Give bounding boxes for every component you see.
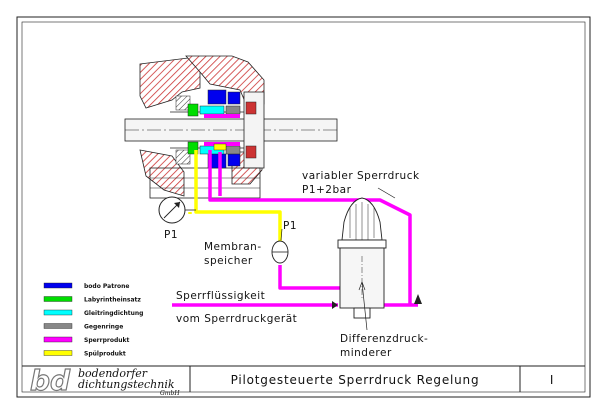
yellow-spuelprodukt-lines [188,150,282,242]
legend-label: Labyrintheinsatz [84,297,141,304]
outer-frame [16,16,591,398]
label-sperrfluessigkeit: Sperrflüssigkeit [176,290,265,302]
company-suffix: GmbH [160,390,180,397]
legend-swatch [43,309,73,316]
differential-pressure-reducer [337,197,387,319]
legend-label: Gleitringdichtung [84,310,143,317]
legend-swatch [43,336,73,343]
legend-swatch [43,350,73,356]
label-sperrdruckgeraet: vom Sperrdruckgerät [176,313,297,325]
legend-swatch [43,323,73,329]
sheet-number: I [550,373,554,387]
label-membran: Membran- [204,241,262,253]
leader-lines [280,187,396,331]
label-variabler-sperrdruck-p1: P1+2bar [302,184,352,196]
label-differenzdruck: Differenzdruck- [340,333,428,345]
label-variabler-sperrdruck: variabler Sperrdruck [302,170,420,182]
drawing-title: Pilotgesteuerte Sperrdruck Regelung [231,373,480,387]
company-logo: bd [30,364,71,397]
legend-label: Spülprodukt [84,351,126,358]
label-minderer: minderer [340,347,392,359]
membrane-accumulator [271,240,289,264]
legend-label: bodo Patrone [84,283,130,290]
inner-frame [21,21,586,393]
label-gauge-p1: P1 [164,229,178,241]
company-name-line1: bodendorfer [78,367,148,380]
flow-arrow-inlet [332,301,338,309]
legend-label: Sperrprodukt [84,337,130,344]
pink-sperrprodukt-lines [172,150,418,307]
flow-arrow-outlet [414,294,422,304]
pressure-gauge [158,196,196,224]
label-membran-p1: P1 [283,220,297,232]
legend-swatch [43,282,73,289]
legend: bodo PatroneLabyrintheinsatzGleitringdic… [43,282,143,358]
company-name-line2: dichtungstechnik [78,378,175,391]
legend-swatch [43,296,73,302]
title-block: bd bodendorfer dichtungstechnik GmbH Pil… [22,363,585,398]
legend-label: Gegenringe [84,324,123,331]
label-speicher: speicher [204,255,253,267]
